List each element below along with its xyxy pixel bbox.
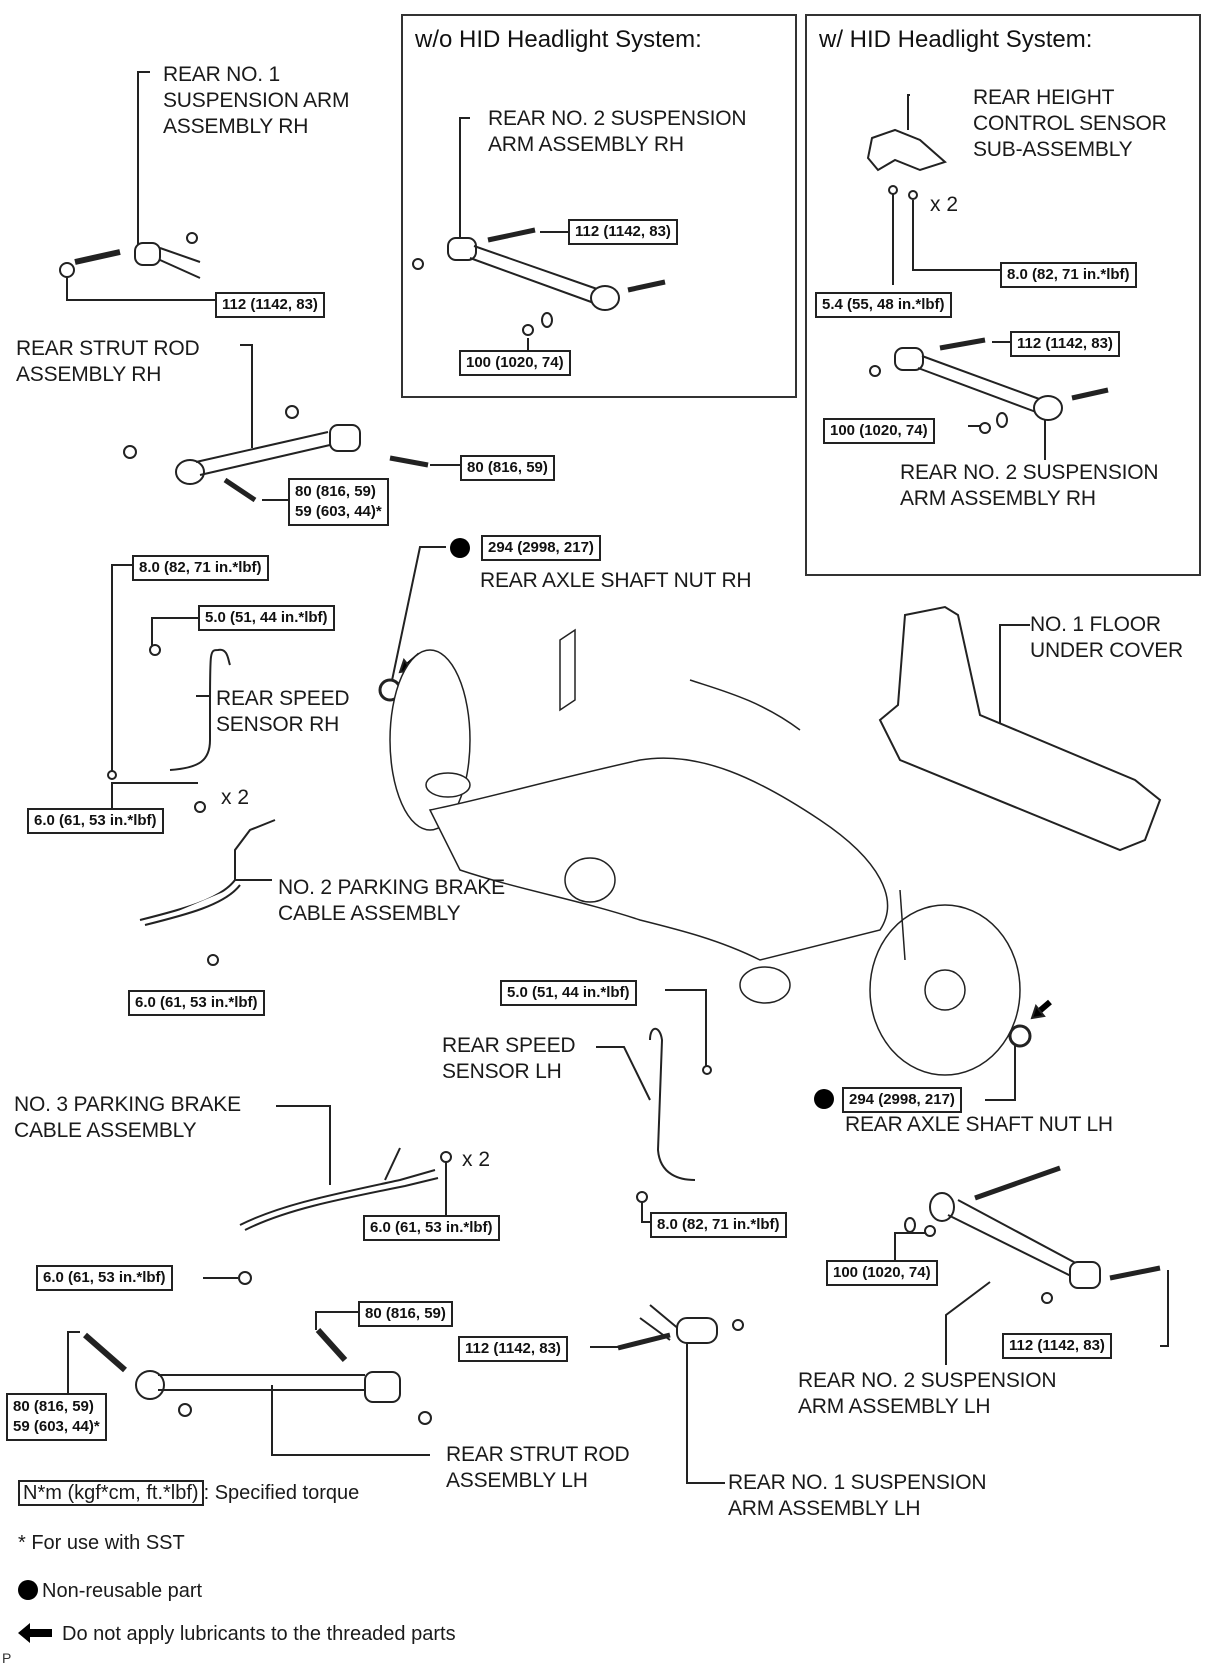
panel-with-hid: w/ HID Headlight System: <box>805 14 1201 576</box>
leader-speed-lh-8 <box>641 1197 650 1223</box>
torque-no2-rh-b-nut: 100 (1020, 74) <box>823 418 935 444</box>
torque-no2-rh-a-bolt: 112 (1142, 83) <box>568 219 678 245</box>
torque-no2-rh-a-nut: 100 (1020, 74) <box>459 350 571 376</box>
torque-speed-rh-5: 5.0 (51, 44 in.*lbf) <box>198 605 335 631</box>
leader-strut-lh <box>271 1385 430 1456</box>
torque-pb3-left: 6.0 (61, 53 in.*lbf) <box>36 1265 173 1291</box>
leader-no1-rh-torque <box>66 263 215 301</box>
leader-no2-rh-a <box>459 117 470 240</box>
label-rear-axle-nut-lh: REAR AXLE SHAFT NUT LH <box>845 1113 1113 1136</box>
leader-sensor <box>907 94 910 130</box>
label-rear-height-sensor: REAR HEIGHT CONTROL SENSOR SUB-ASSEMBLY <box>973 86 1167 161</box>
legend-torque-unit: N*m (kgf*cm, ft.*lbf) <box>18 1480 204 1506</box>
leader-speed-rh-5 <box>151 617 200 648</box>
legend-no-lubricant-text: Do not apply lubricants to the threaded … <box>62 1623 456 1645</box>
leader-speed-rh-8 <box>111 564 132 773</box>
torque-strut-rh-right: 80 (816, 59) <box>460 455 555 481</box>
leader-pb3 <box>276 1105 331 1185</box>
quantity-pb2: x 2 <box>221 786 250 809</box>
leader-no1-rh <box>137 71 150 245</box>
torque-no1-lh: 112 (1142, 83) <box>458 1336 568 1362</box>
leader-strut-lh-left <box>67 1331 80 1400</box>
leader-pb2-top <box>111 782 198 808</box>
leader-no2-lh-nut <box>894 1232 930 1270</box>
torque-no1-rh: 112 (1142, 83) <box>215 292 325 318</box>
panel-title-without-hid: w/o HID Headlight System: <box>415 26 702 53</box>
legend-non-reusable-text: Non-reusable part <box>42 1580 203 1602</box>
non-reusable-marker-rh <box>450 538 470 558</box>
torque-no2-rh-b-bolt: 112 (1142, 83) <box>1010 331 1120 357</box>
leader-speed-lh <box>596 1046 651 1101</box>
torque-sensor-5-4: 5.4 (55, 48 in.*lbf) <box>815 292 952 318</box>
legend-torque-desc: : Specified torque <box>203 1482 360 1504</box>
torque-axle-nut-lh: 294 (2998, 217) <box>842 1087 962 1113</box>
non-reusable-marker-lh <box>814 1089 834 1109</box>
torque-pb3-right: 6.0 (61, 53 in.*lbf) <box>363 1215 500 1241</box>
torque-pb2-top: 6.0 (61, 53 in.*lbf) <box>27 808 164 834</box>
leader-floor-cover <box>999 624 1030 740</box>
label-rear-strut-rod-rh: REAR STRUT ROD ASSEMBLY RH <box>16 337 200 386</box>
torque-strut-rh-left: 80 (816, 59) 59 (603, 44)* <box>288 478 389 526</box>
label-rear-speed-sensor-rh: REAR SPEED SENSOR RH <box>216 687 350 736</box>
legend-non-reusable: Non-reusable part <box>18 1580 202 1603</box>
torque-no2-lh-nut: 100 (1020, 74) <box>826 1260 938 1286</box>
label-rear-strut-rod-lh: REAR STRUT ROD ASSEMBLY LH <box>446 1443 630 1492</box>
label-no2-parking-brake-cable: NO. 2 PARKING BRAKE CABLE ASSEMBLY <box>278 876 505 925</box>
torque-speed-rh-8: 8.0 (82, 71 in.*lbf) <box>132 555 269 581</box>
torque-speed-lh-5: 5.0 (51, 44 in.*lbf) <box>500 980 637 1006</box>
leader-axle-lh <box>985 1038 1016 1101</box>
torque-axle-nut-rh: 294 (2998, 217) <box>481 535 601 561</box>
quantity-pb3: x 2 <box>462 1148 491 1171</box>
label-rear-speed-sensor-lh: REAR SPEED SENSOR LH <box>442 1034 576 1083</box>
label-rear-no2-arm-rh-a: REAR NO. 2 SUSPENSION ARM ASSEMBLY RH <box>488 107 747 156</box>
label-rear-no2-arm-lh: REAR NO. 2 SUSPENSION ARM ASSEMBLY LH <box>798 1369 1057 1418</box>
label-rear-no1-arm-lh: REAR NO. 1 SUSPENSION ARM ASSEMBLY LH <box>728 1471 987 1520</box>
torque-sensor-8: 8.0 (82, 71 in.*lbf) <box>1000 262 1137 288</box>
leader-no2-lh <box>945 1281 991 1365</box>
torque-speed-lh-8: 8.0 (82, 71 in.*lbf) <box>650 1212 787 1238</box>
leader-axle-rh <box>389 546 446 691</box>
leader-strut-lh-right <box>315 1311 358 1330</box>
torque-strut-lh-right: 80 (816, 59) <box>358 1301 453 1327</box>
corner-code: P <box>2 1650 12 1666</box>
label-rear-axle-nut-rh: REAR AXLE SHAFT NUT RH <box>480 569 752 592</box>
label-no3-parking-brake-cable: NO. 3 PARKING BRAKE CABLE ASSEMBLY <box>14 1093 241 1142</box>
legend-no-lubricant: Do not apply lubricants to the threaded … <box>18 1623 456 1649</box>
legend-sst-note: * For use with SST <box>18 1532 185 1554</box>
leader-no1-lh <box>686 1335 725 1484</box>
torque-no2-lh-bolt: 112 (1142, 83) <box>1002 1333 1112 1359</box>
leader-sensor-8 <box>912 200 1000 271</box>
panel-title-with-hid: w/ HID Headlight System: <box>819 26 1093 53</box>
leader-strut-rh <box>240 344 253 448</box>
panel-without-hid: w/o HID Headlight System: <box>401 14 797 398</box>
torque-strut-lh-left: 80 (816, 59) 59 (603, 44)* <box>6 1393 107 1441</box>
label-rear-no2-arm-rh-b: REAR NO. 2 SUSPENSION ARM ASSEMBLY RH <box>900 461 1159 510</box>
legend-torque: N*m (kgf*cm, ft.*lbf): Specified torque <box>18 1480 360 1506</box>
label-rear-no1-arm-rh: REAR NO. 1 SUSPENSION ARM ASSEMBLY RH <box>163 63 350 138</box>
filled-circle-icon <box>18 1580 38 1600</box>
leader-speed-lh-5 <box>665 989 707 1070</box>
torque-pb2-bottom: 6.0 (61, 53 in.*lbf) <box>128 990 265 1016</box>
quantity-sensor: x 2 <box>930 193 959 216</box>
leader-no2-lh-bolt <box>1160 1270 1169 1347</box>
label-no1-floor-under-cover: NO. 1 FLOOR UNDER COVER <box>1030 613 1183 662</box>
left-arrow-icon <box>18 1623 52 1649</box>
